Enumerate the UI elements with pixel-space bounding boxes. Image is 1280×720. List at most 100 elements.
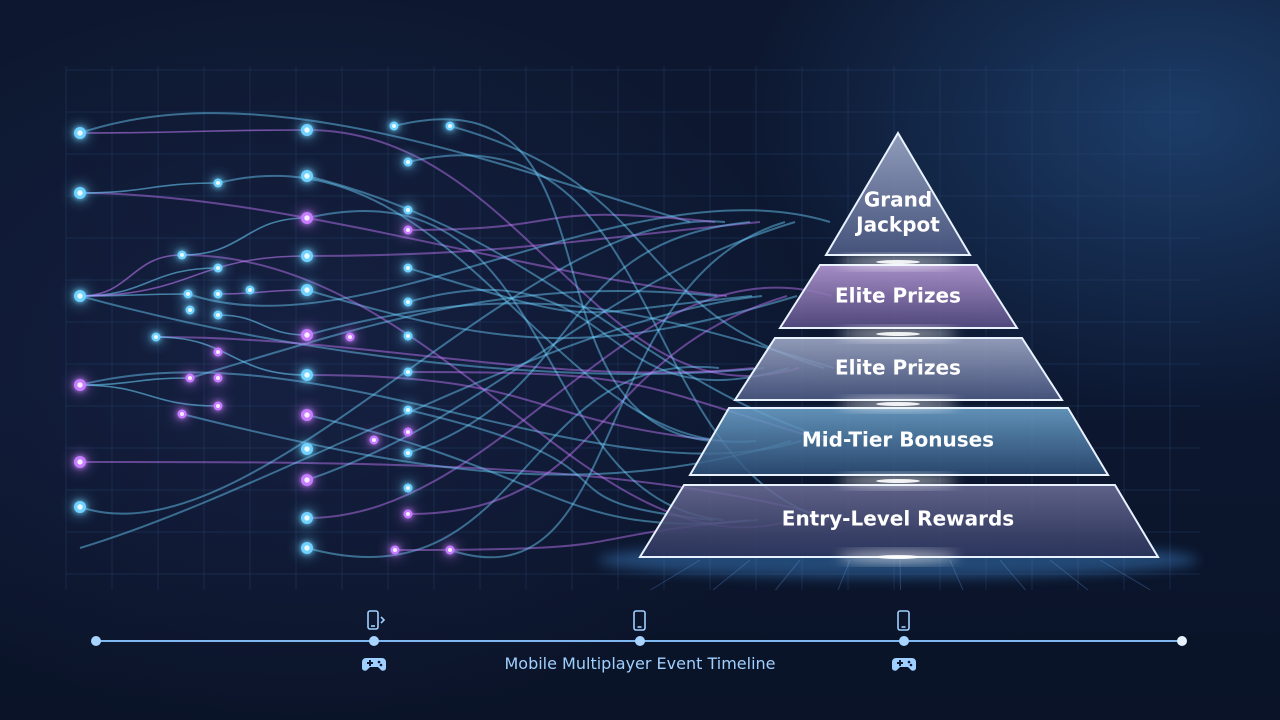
flow-curve	[306, 374, 722, 442]
node-core	[179, 252, 185, 258]
seam-glow-core	[876, 402, 920, 406]
tier-mid-tier-bonuses: Mid-Tier Bonuses	[688, 407, 1110, 476]
flow-curve	[407, 213, 716, 231]
floor-ray	[999, 559, 1026, 591]
node-core	[304, 515, 310, 521]
seam-glow-core	[876, 260, 920, 264]
node-core	[405, 333, 411, 339]
node-core	[405, 429, 411, 435]
seam-glow-core	[876, 479, 920, 483]
gamepad-icon[interactable]	[362, 658, 386, 671]
node-core	[304, 287, 310, 293]
flow-curve	[187, 209, 831, 307]
node-core	[215, 312, 221, 318]
node-core	[304, 412, 310, 418]
seam-glow-core	[876, 555, 920, 559]
node-core	[392, 547, 398, 553]
tier-label-entry-level: Entry-Level Rewards	[782, 507, 1014, 531]
flow-curve	[306, 286, 833, 519]
floor-ray	[837, 559, 851, 591]
flow-link	[79, 129, 308, 134]
flow-curve	[306, 289, 798, 340]
flow-curve	[407, 267, 753, 314]
flow-curve	[306, 221, 761, 257]
node-core	[447, 547, 453, 553]
node-core	[215, 265, 221, 271]
reward-pyramid: Grand Jackpot Elite Prizes Elite Prizes …	[598, 131, 1198, 591]
node-core	[187, 375, 193, 381]
node-core	[77, 459, 83, 465]
node-core	[304, 477, 310, 483]
flow-curve	[79, 295, 763, 549]
tier-grand-jackpot: Grand Jackpot	[824, 131, 972, 256]
node-core	[304, 545, 310, 551]
flow-curve	[407, 409, 714, 521]
timeline-dot-1	[369, 636, 379, 646]
flow-link	[217, 289, 308, 295]
phone-icon	[633, 610, 646, 631]
timeline-end-dot	[1177, 636, 1187, 646]
node-core	[405, 511, 411, 517]
node-core	[405, 407, 411, 413]
event-timeline	[91, 610, 1187, 671]
node-core	[304, 253, 310, 259]
flow-link	[155, 336, 308, 376]
timeline-start-dot	[91, 636, 101, 646]
phone-share-icon	[367, 610, 386, 630]
node-core	[405, 207, 411, 213]
node-core	[405, 227, 411, 233]
flow-curve	[306, 129, 800, 377]
flow-curve	[407, 221, 751, 454]
tier-label-mid-tier: Mid-Tier Bonuses	[802, 428, 994, 452]
flow-curve	[449, 125, 825, 369]
node-core	[405, 265, 411, 271]
floor-ray	[650, 559, 701, 591]
flow-link	[79, 384, 219, 407]
node-core	[215, 180, 221, 186]
timeline-dot-2	[635, 636, 645, 646]
flow-curve	[393, 118, 712, 442]
flow-curve	[79, 220, 726, 515]
tier-label-elite-lower: Elite Prizes	[835, 356, 961, 380]
node-core	[304, 372, 310, 378]
node-core	[215, 349, 221, 355]
floor-ray	[1049, 559, 1089, 591]
flow-nodes	[70, 117, 459, 559]
node-core	[185, 291, 191, 297]
flow-curve	[306, 302, 835, 369]
node-core	[405, 450, 411, 456]
node-core	[391, 123, 397, 129]
flow-link	[79, 255, 308, 297]
flow-curve	[189, 289, 718, 379]
node-core	[405, 299, 411, 305]
tier-seam-glows	[838, 257, 958, 562]
tier-label-jackpot: Jackpot	[854, 213, 940, 237]
node-core	[405, 369, 411, 375]
node-core	[215, 375, 221, 381]
node-core	[304, 215, 310, 221]
flow-link	[79, 254, 183, 297]
node-core	[304, 173, 310, 179]
floor-ray	[1099, 559, 1151, 591]
floor-ray	[899, 559, 901, 591]
tier-label-elite-upper: Elite Prizes	[835, 284, 961, 308]
timeline-label: Mobile Multiplayer Event Timeline	[504, 654, 776, 673]
node-core	[215, 403, 221, 409]
gamepad-icon[interactable]	[892, 658, 916, 671]
floor-ray	[949, 559, 964, 591]
node-core	[405, 159, 411, 165]
floor-ray	[775, 559, 801, 591]
flow-link	[79, 182, 219, 194]
flow-curve	[306, 365, 720, 558]
node-core	[347, 334, 353, 340]
tier-label-grand: Grand	[864, 188, 932, 212]
flow-link	[79, 267, 219, 297]
floor-ray	[712, 559, 751, 591]
timeline-dot-3	[899, 636, 909, 646]
tier-entry-level-rewards: Entry-Level Rewards	[638, 484, 1160, 558]
flow-curve	[407, 295, 788, 515]
node-core	[215, 291, 221, 297]
flow-curve	[407, 154, 829, 521]
node-core	[371, 437, 377, 443]
node-core	[304, 332, 310, 338]
